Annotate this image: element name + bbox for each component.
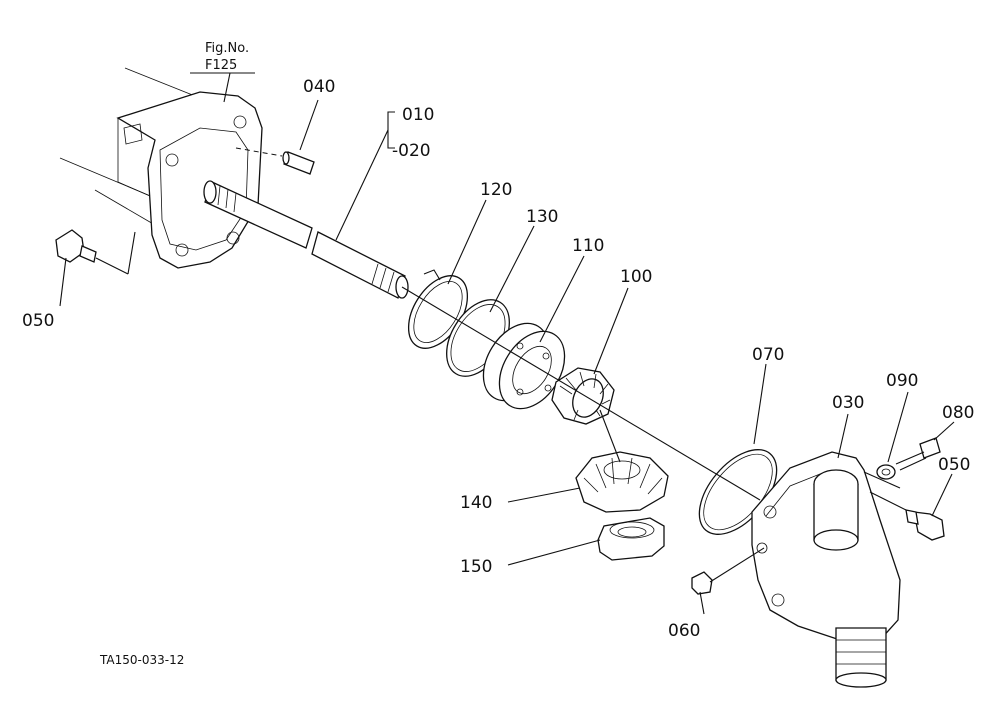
bolt-080 xyxy=(895,437,941,471)
gearcase-flange xyxy=(59,67,263,269)
callout-070: 070 xyxy=(752,345,784,365)
callout-110: 110 xyxy=(572,236,604,256)
callout-050-left: 050 xyxy=(22,311,54,331)
bevel-gear-100 xyxy=(551,367,615,425)
drawing-code: TA150-033-12 xyxy=(99,653,184,667)
washer-090 xyxy=(876,464,896,480)
gearcase-housing-030 xyxy=(751,451,901,688)
callout-080: 080 xyxy=(942,403,974,423)
callout-030: 030 xyxy=(832,393,864,413)
callout-130: 130 xyxy=(526,207,558,227)
callout-100: 100 xyxy=(620,267,652,287)
callout-150: 150 xyxy=(460,557,492,577)
plug-050-right xyxy=(905,509,945,541)
ball-bearing-110 xyxy=(482,322,566,410)
callout-120: 120 xyxy=(480,180,512,200)
callout-040: 040 xyxy=(303,77,335,97)
bevel-gear-140 xyxy=(575,451,669,513)
callout-060: 060 xyxy=(668,621,700,641)
callout-140: 140 xyxy=(460,493,492,513)
callout-090: 090 xyxy=(886,371,918,391)
plug-050-left xyxy=(55,229,136,275)
pin-040 xyxy=(282,151,315,175)
assembly-axis-lines xyxy=(235,147,907,583)
plug-060 xyxy=(691,571,713,595)
callout-020: -020 xyxy=(392,141,431,161)
callout-050-right: 050 xyxy=(938,455,970,475)
leader-lines xyxy=(59,72,955,615)
bearing-150 xyxy=(597,517,665,561)
fig-ref-label: Fig.No. xyxy=(205,41,249,56)
callout-010: 010 xyxy=(402,105,434,125)
fig-ref-number: F125 xyxy=(205,58,237,73)
